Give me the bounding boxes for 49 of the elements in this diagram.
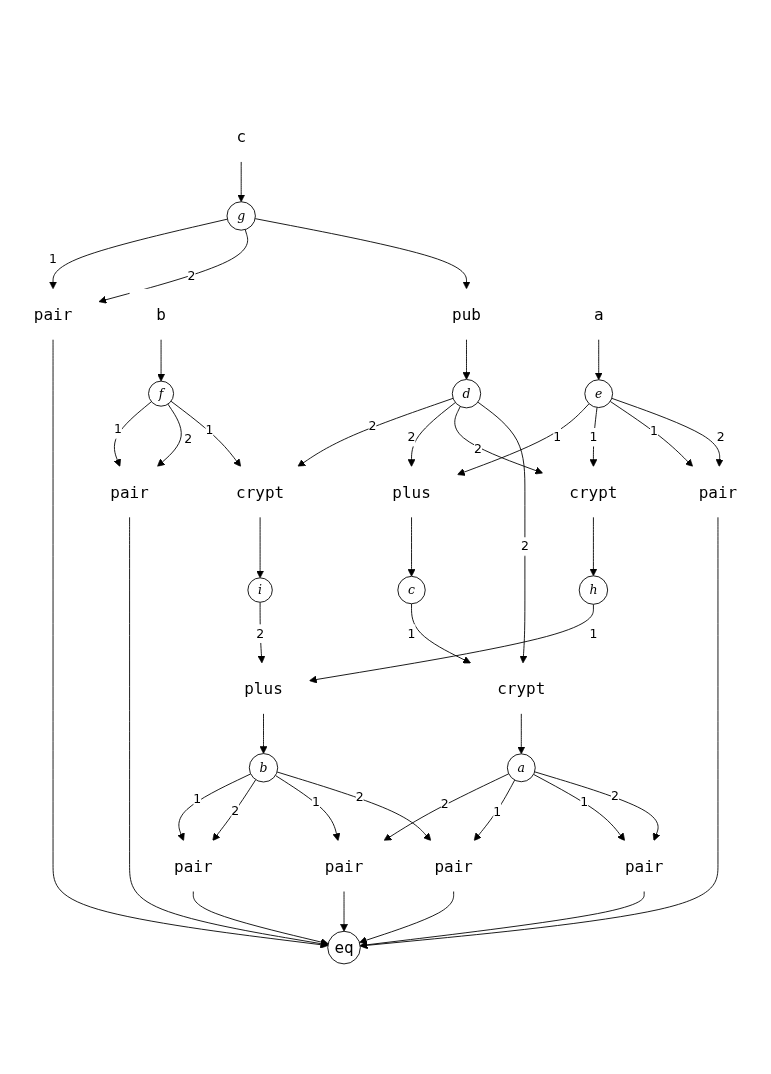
edge-label: 1 (407, 625, 416, 640)
edge-label: 1 (205, 422, 214, 437)
edge-label: 1 (589, 625, 598, 640)
node-circle: a (506, 752, 536, 782)
node-text: plus (392, 482, 431, 501)
edge-label: 1 (553, 429, 562, 444)
node-text: pub (452, 304, 481, 323)
edge-label: 2 (520, 538, 529, 553)
edge-label: 2 (368, 418, 377, 433)
node-text: crypt (236, 482, 285, 501)
edge-label: 1 (589, 429, 598, 444)
node-text: pair (33, 304, 73, 323)
node-text: crypt (569, 482, 618, 501)
node-text: pair (174, 856, 213, 875)
node-circle: eq (327, 930, 361, 964)
edge-label: 2 (184, 430, 193, 445)
node-text: c (236, 126, 247, 146)
edge-label: 2 (716, 429, 725, 444)
edge-label: 1 (193, 791, 202, 806)
node-text: plus (244, 678, 283, 698)
node-circle: g (226, 200, 256, 231)
node-circle: b (248, 752, 279, 782)
node-circle: c (397, 575, 426, 604)
edge-label: 2 (440, 796, 449, 811)
node-text: pair (624, 856, 664, 875)
node-text: pair (434, 856, 473, 875)
edge-label: 1 (650, 422, 659, 438)
node-text: pair (110, 482, 149, 501)
node-circle: f (148, 380, 175, 407)
node-circle: i (247, 576, 273, 603)
node-text: pair (698, 482, 738, 501)
edge-label: 2 (187, 268, 196, 283)
node-text: crypt (497, 678, 546, 698)
edge-label: 1 (580, 793, 589, 808)
edge-label: 2 (355, 789, 364, 804)
edge-label: 1 (493, 804, 502, 819)
node-circle: h (578, 574, 609, 605)
edge-label: 1 (312, 793, 320, 808)
node-circle: e (584, 378, 614, 408)
edge-label: 2 (407, 429, 416, 444)
node-text: pair (324, 856, 364, 875)
edge-label: 2 (474, 441, 482, 456)
edge-label: 1 (49, 251, 57, 266)
edge-label: 2 (610, 788, 619, 803)
node-circle: d (451, 378, 482, 408)
edge-label: 2 (256, 625, 265, 640)
edge-label: 1 (113, 421, 122, 436)
node-text: a (593, 304, 604, 323)
edge-label: 2 (231, 803, 240, 818)
